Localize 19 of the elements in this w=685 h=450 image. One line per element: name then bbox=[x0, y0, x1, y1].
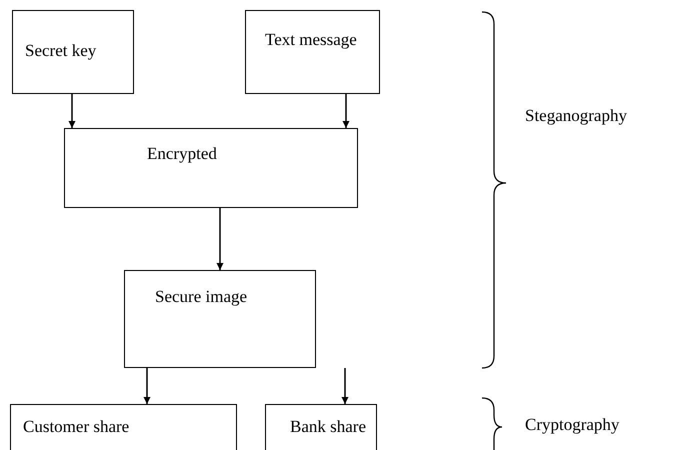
group-label: Steganography bbox=[525, 106, 627, 126]
arrow bbox=[342, 368, 348, 404]
box-label: Text message bbox=[265, 30, 357, 50]
box-label: Bank share bbox=[290, 417, 366, 437]
arrow bbox=[216, 208, 224, 270]
process-box bbox=[245, 10, 380, 94]
box-label: Encrypted bbox=[147, 144, 217, 164]
arrow bbox=[144, 368, 150, 404]
arrow bbox=[68, 94, 76, 128]
process-box bbox=[124, 270, 316, 368]
box-label: Customer share bbox=[23, 417, 130, 437]
process-box bbox=[12, 10, 134, 94]
process-box bbox=[10, 404, 237, 450]
box-label: Secure image bbox=[155, 287, 248, 307]
box-label: Secret key bbox=[25, 41, 96, 61]
group-label: Cryptography bbox=[525, 415, 620, 435]
arrow bbox=[342, 94, 350, 128]
process-box bbox=[265, 404, 377, 450]
process-box bbox=[64, 128, 358, 208]
